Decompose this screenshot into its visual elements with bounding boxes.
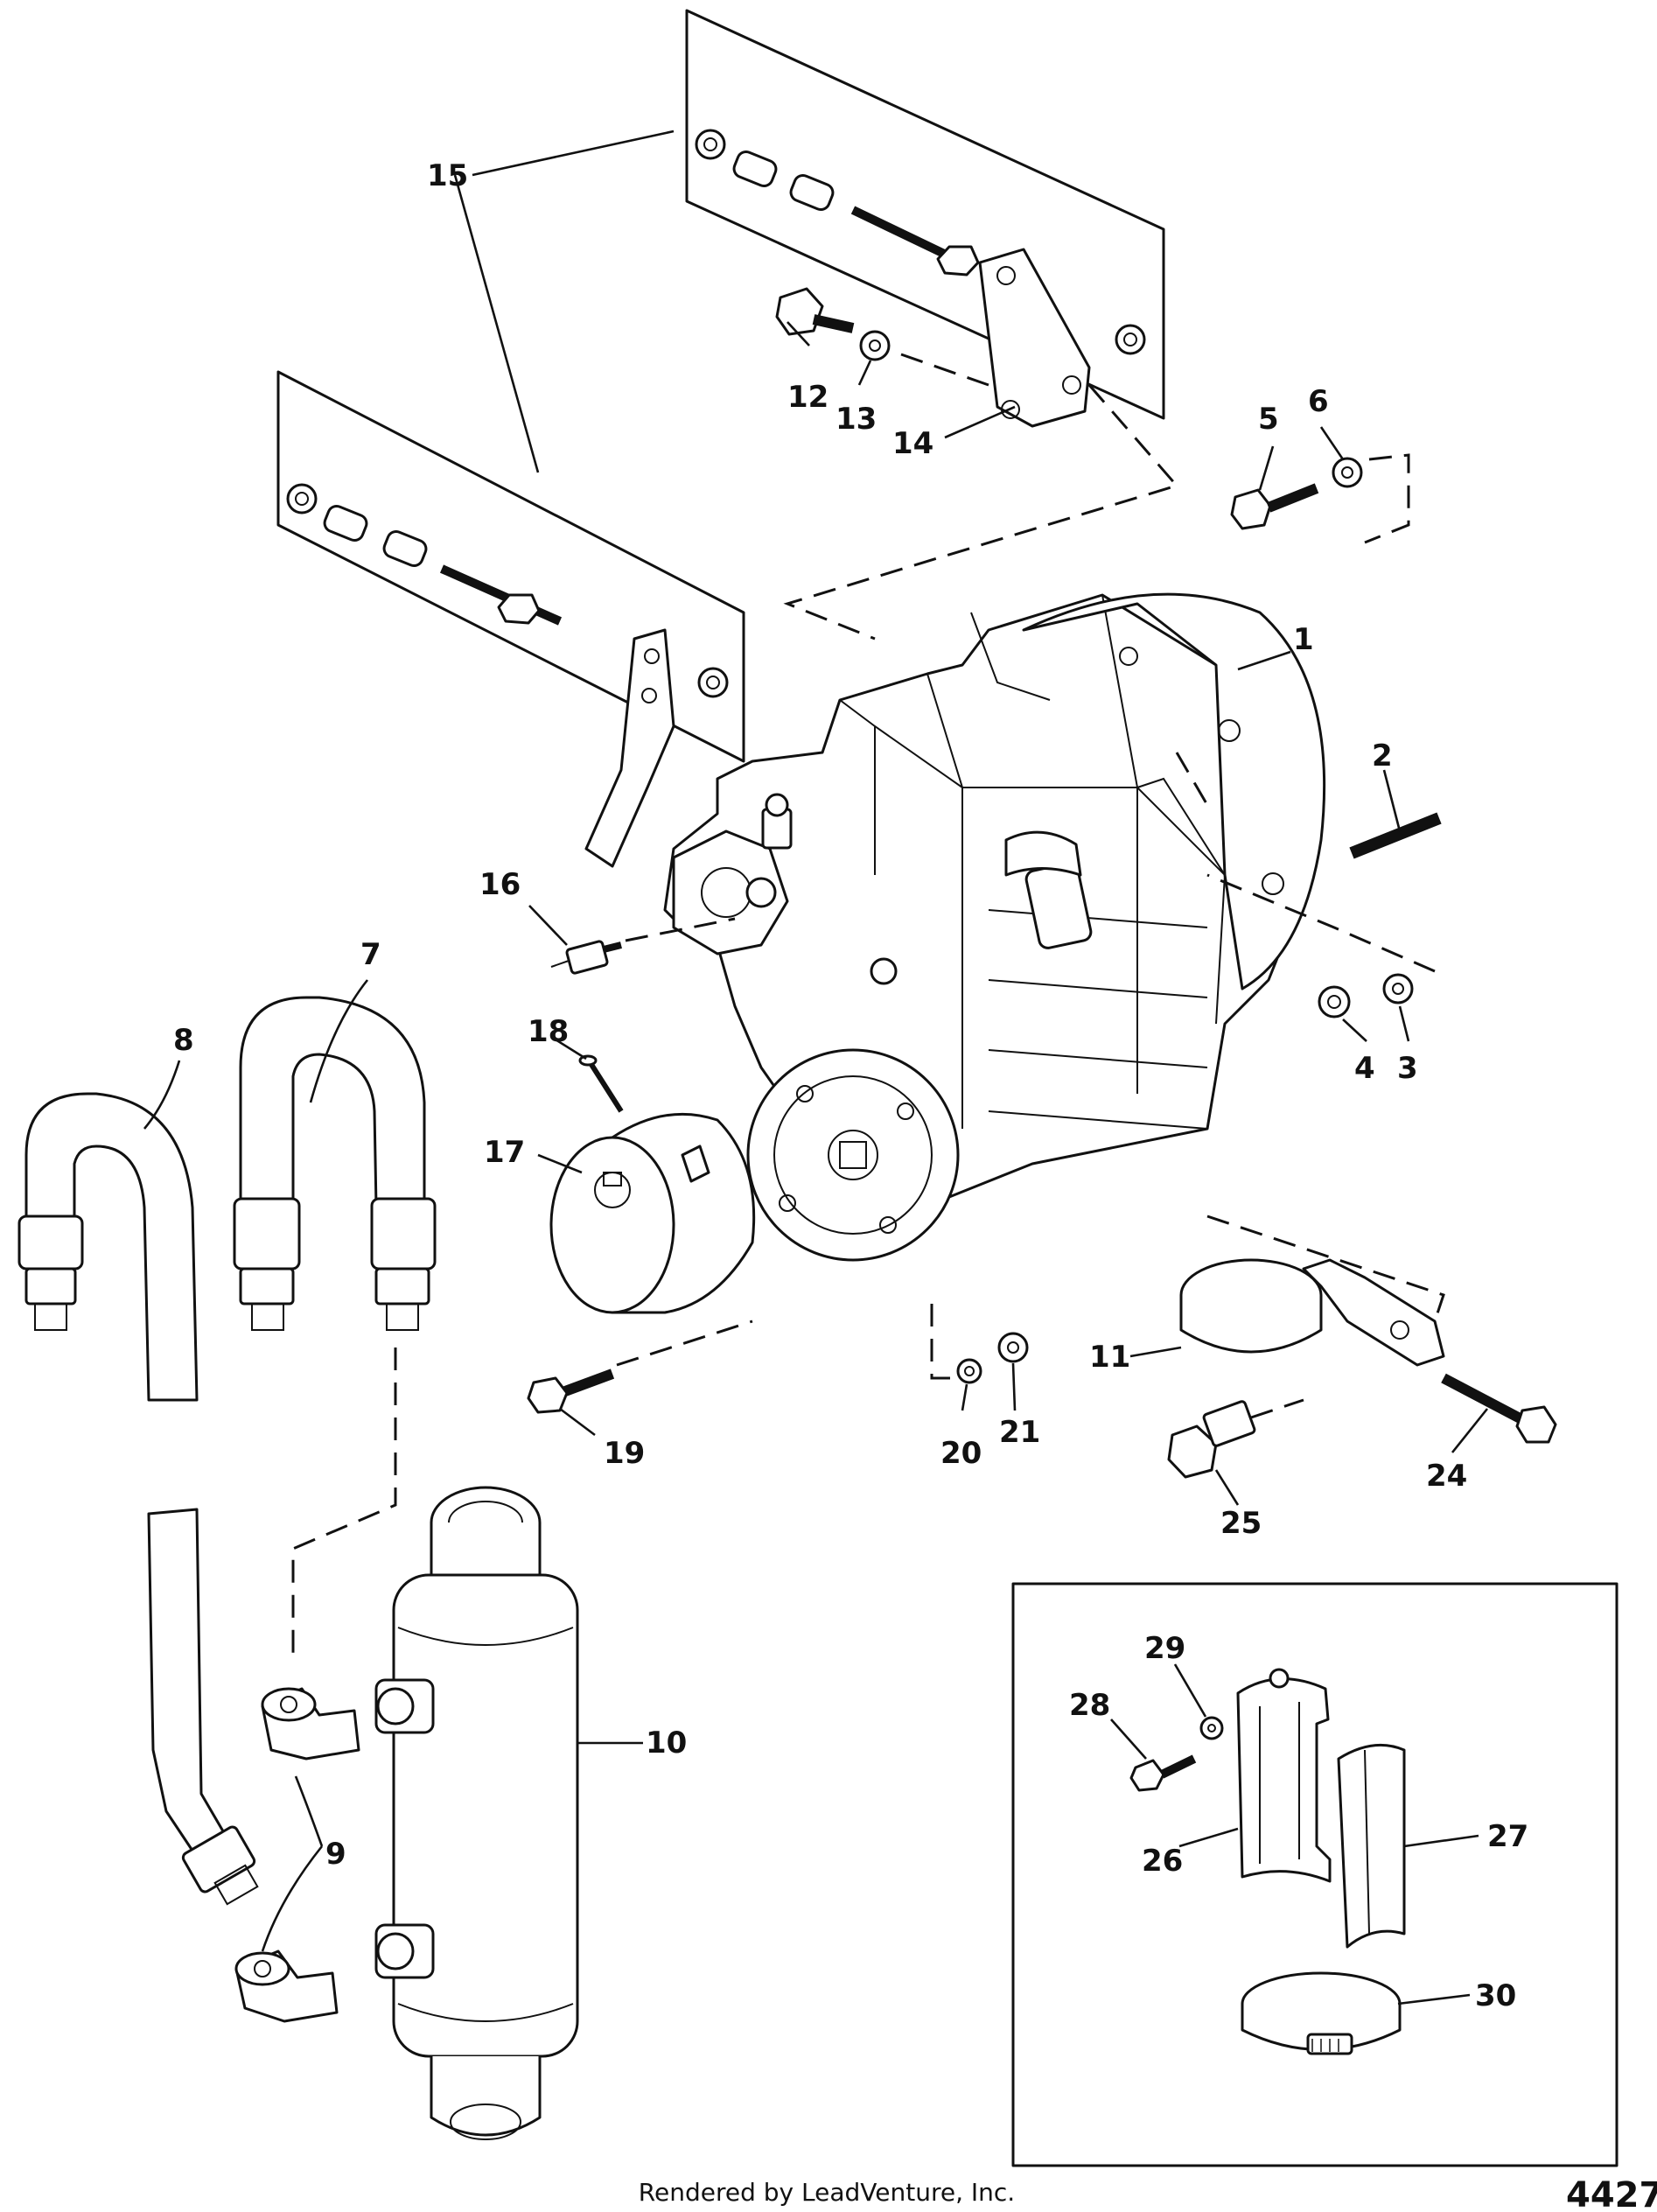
stud (850, 206, 980, 276)
callout-26: 26 (1142, 1844, 1183, 1879)
upper-mount-kit-panel (685, 9, 1179, 640)
side-bracket (584, 628, 675, 868)
render-credit: Rendered by LeadVenture, Inc. (639, 2178, 1015, 2207)
hose-7 (233, 996, 437, 1331)
callout-5: 5 (1258, 402, 1279, 437)
callout-30: 30 (1475, 1978, 1516, 2013)
diagram-reference-number: 44279 (1566, 2175, 1657, 2212)
bolt-19 (527, 1368, 615, 1414)
callout-4: 4 (1354, 1051, 1375, 1086)
callout-3: 3 (1397, 1051, 1418, 1086)
bolt-5 (1230, 483, 1319, 530)
callout-27: 27 (1487, 1819, 1528, 1854)
transmission-housing (663, 593, 1305, 1262)
callout-9: 9 (325, 1837, 346, 1872)
callout-18: 18 (528, 1014, 569, 1049)
output-coupling-flange (746, 1048, 960, 1262)
screw-28 (1129, 1754, 1197, 1792)
clamp-11 (1179, 1258, 1445, 1367)
washer-13 (859, 330, 891, 361)
washer-29 (1199, 1716, 1224, 1740)
elbow-9-lower (234, 1950, 339, 2023)
callout-14: 14 (892, 426, 933, 461)
heat-exchanger-10 (374, 1486, 579, 2140)
sender-16 (550, 940, 622, 975)
washer-3 (1382, 973, 1414, 1004)
spacer (732, 150, 778, 188)
washer-6 (1332, 457, 1363, 488)
callout-8: 8 (173, 1023, 194, 1058)
callout-24: 24 (1426, 1459, 1467, 1494)
callout-16: 16 (479, 867, 521, 902)
nut (1115, 324, 1146, 355)
liner-27 (1337, 1743, 1406, 1949)
callout-28: 28 (1069, 1688, 1110, 1723)
leader-lines (143, 130, 1489, 2006)
nut (695, 129, 726, 160)
elbow-9-upper (261, 1687, 360, 1760)
bracket-14 (978, 248, 1091, 428)
washer-20 (956, 1358, 982, 1384)
callout-2: 2 (1372, 738, 1393, 774)
callout-6: 6 (1308, 384, 1329, 419)
screw-18 (578, 1054, 624, 1113)
nut (286, 483, 318, 514)
callout-29: 29 (1144, 1631, 1185, 1666)
nut-21 (997, 1332, 1029, 1363)
callout-7: 7 (360, 937, 381, 972)
stud (439, 564, 563, 626)
callout-15: 15 (427, 158, 468, 193)
retainer-26 (1236, 1668, 1332, 1883)
shift-valve-body (672, 830, 898, 985)
callout-17: 17 (484, 1135, 525, 1170)
spacer (382, 529, 428, 568)
callout-21: 21 (999, 1415, 1040, 1450)
hose-clamp-30 (1241, 1971, 1402, 2055)
bell-housing (1022, 592, 1326, 990)
coupling-17 (549, 1112, 756, 1314)
callout-20: 20 (940, 1436, 982, 1471)
inset-box (1011, 1582, 1619, 2167)
callout-11: 11 (1089, 1340, 1130, 1375)
bolt-25 (1167, 1400, 1256, 1479)
bolt-12 (775, 287, 855, 336)
spacer (323, 504, 368, 542)
sensor (761, 793, 793, 850)
bolt-24 (1441, 1373, 1557, 1444)
stud-2 (1349, 812, 1442, 859)
callout-19: 19 (604, 1436, 645, 1471)
callout-1: 1 (1293, 622, 1314, 657)
nut (697, 667, 729, 698)
callout-labels: 1 2 3 4 5 6 7 8 9 10 11 12 13 14 15 16 1… (173, 158, 1528, 2013)
hose-8 (17, 1092, 259, 1906)
callout-12: 12 (787, 380, 828, 415)
callout-10: 10 (646, 1726, 687, 1760)
callout-13: 13 (835, 402, 877, 437)
spacer (789, 173, 835, 212)
nut-4 (1318, 985, 1351, 1018)
lower-mount-kit-panel (276, 370, 745, 868)
callout-25: 25 (1220, 1506, 1262, 1541)
